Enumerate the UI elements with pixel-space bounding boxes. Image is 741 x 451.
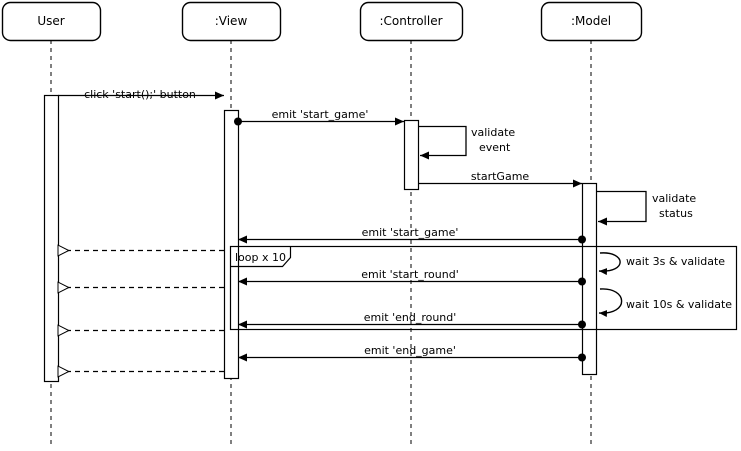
message-source-dot-m2 — [234, 117, 242, 126]
message-source-dot-m4 — [578, 235, 586, 244]
lifeline-header-box-view[interactable] — [181, 1, 282, 42]
message-source-dot-m8 — [578, 320, 586, 329]
self-call-arrow-s1[interactable] — [418, 125, 467, 160]
message-source-dot-m6 — [578, 277, 586, 286]
self-call-label-validate-event-line1: validate — [471, 126, 516, 139]
lifeline-label-controller[interactable]: :Controller — [379, 14, 443, 28]
message-label-emit-end-game: emit 'end_game' — [364, 344, 456, 357]
message-source-dot-m10 — [578, 353, 586, 362]
message-label-emit-end-round: emit 'end_round' — [363, 311, 457, 324]
activation-bar-user — [43, 94, 60, 383]
fragment-box-loop[interactable] — [229, 245, 738, 331]
lifeline-label-user[interactable]: User — [37, 14, 65, 28]
lifeline-label-model[interactable]: :Model — [570, 14, 612, 28]
lifeline-header-box-model[interactable] — [540, 1, 643, 42]
lifeline-header-box-user[interactable] — [1, 1, 102, 42]
self-call-label-validate-status-line1: validate — [652, 192, 697, 205]
self-call-label-validate-event-line2: event — [479, 141, 511, 154]
self-call-arrow-s4[interactable] — [598, 288, 623, 318]
self-call-arrow-s3[interactable] — [598, 252, 621, 276]
fragment-label-loop: loop x 10 — [235, 251, 286, 264]
message-label-emit-start-game-return: emit 'start_game' — [361, 226, 459, 239]
fragment-tab-loop — [230, 246, 292, 268]
message-label-start-game-call: startGame — [470, 170, 530, 183]
self-call-label-wait-10s: wait 10s & validate — [626, 298, 733, 311]
self-call-label-wait-3s: wait 3s & validate — [626, 255, 726, 268]
message-label-click-start: click 'start();' button — [84, 88, 196, 101]
activation-bar-view — [223, 109, 240, 380]
lifeline-header-box-controller[interactable] — [359, 1, 464, 42]
message-label-emit-start-round: emit 'start_round' — [361, 268, 459, 281]
lifeline-label-view[interactable]: :View — [214, 14, 248, 28]
activation-bar-controller — [403, 119, 420, 191]
self-call-arrow-s2[interactable] — [596, 190, 647, 226]
self-call-label-validate-status-line2: status — [659, 207, 693, 220]
message-label-emit-start-game-view: emit 'start_game' — [271, 108, 369, 121]
